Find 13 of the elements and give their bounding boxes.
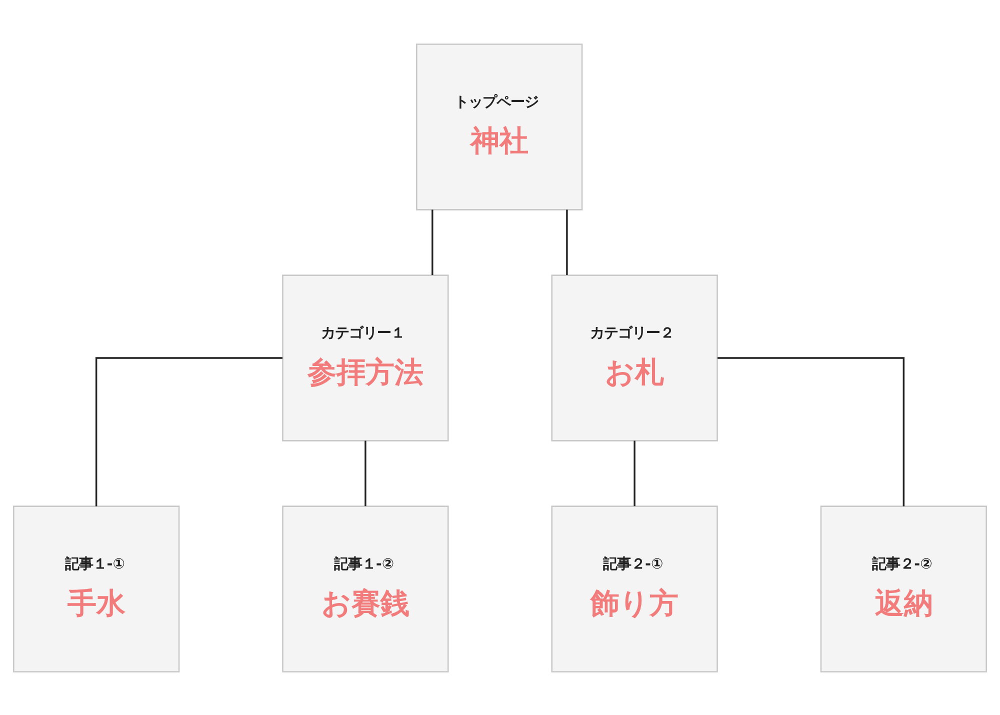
node-box: 記事２-② 返納 bbox=[820, 505, 988, 672]
connector bbox=[566, 209, 568, 275]
node-box: 記事２-① 飾り方 bbox=[551, 505, 718, 672]
node-box: 記事１-① 手水 bbox=[12, 505, 180, 672]
connector bbox=[95, 356, 282, 506]
node-box: カテゴリー１ 参拝方法 bbox=[282, 274, 449, 441]
node-box: トップページ 神社 bbox=[416, 43, 583, 210]
connector bbox=[364, 440, 366, 506]
node-box: カテゴリー２ お札 bbox=[551, 274, 718, 441]
connector bbox=[634, 440, 636, 506]
connector bbox=[718, 356, 905, 506]
connector bbox=[432, 209, 434, 275]
node-box: 記事１-② お賽銭 bbox=[282, 505, 449, 672]
